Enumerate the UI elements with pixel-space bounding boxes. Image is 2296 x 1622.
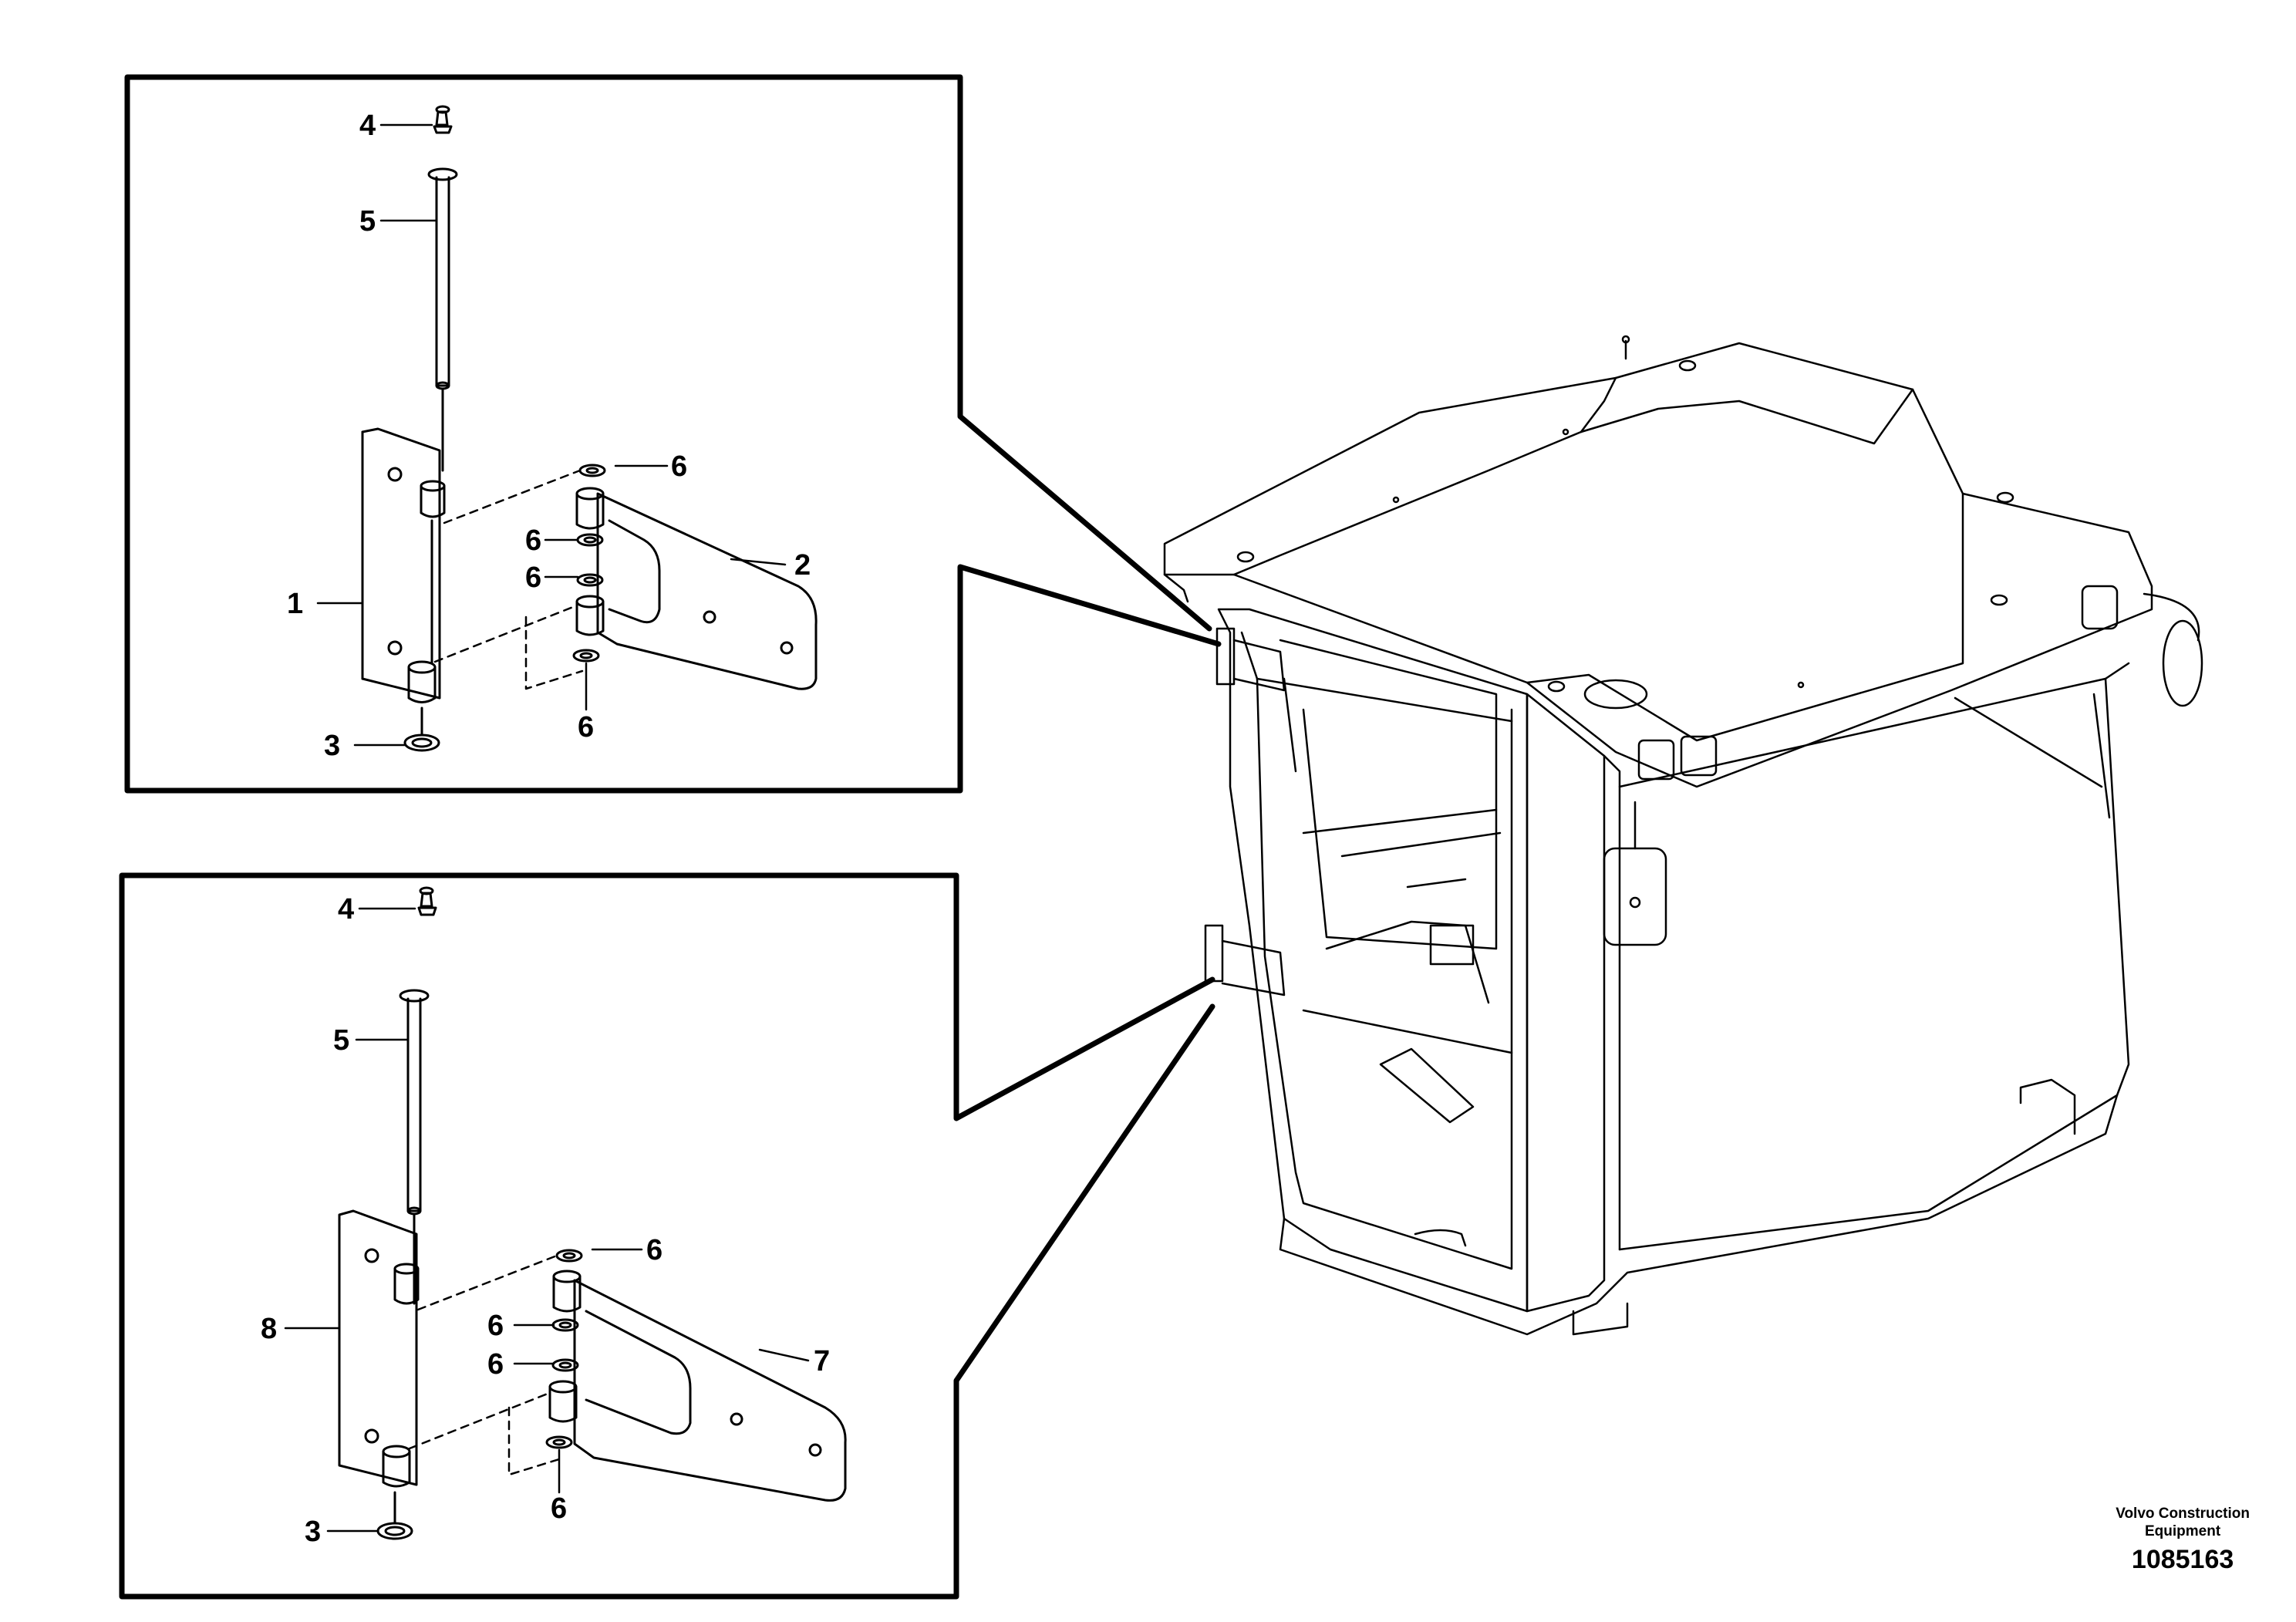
rear-mirror-arm [1954, 592, 2203, 819]
hinge-leaf-8 [338, 1209, 418, 1486]
hinge-leaf-2 [596, 492, 818, 690]
callout-1: 1 [287, 588, 303, 620]
callouts-upper: 4 5 6 6 6 2 1 6 3 [287, 110, 811, 762]
roof-bolts [1236, 359, 2014, 693]
cab-interior [1283, 677, 1502, 1247]
callout-6-lower-a: 6 [646, 1234, 663, 1266]
callout-4-lower: 4 [338, 893, 354, 926]
callout-4-upper: 4 [359, 110, 376, 142]
cab-hinge-upper [1215, 627, 1286, 692]
cab-door [1217, 608, 1529, 1313]
assembly-lines-upper [433, 469, 584, 690]
cab-hinge-lower [1204, 924, 1286, 996]
roof-vent [1583, 679, 1648, 710]
work-lamps [1637, 585, 2119, 781]
publisher-block: Volvo Construction Equipment 1085163 [2116, 1505, 2250, 1576]
circlip-lower [376, 1491, 413, 1540]
callout-6-upper-d: 6 [578, 711, 594, 744]
hinge-pin-upper [427, 167, 458, 472]
cab-side-panel [1526, 693, 1606, 1313]
assembly-lines-lower [408, 1254, 561, 1476]
callout-3-upper: 3 [324, 730, 340, 762]
callouts-lower: 4 5 6 8 6 7 6 6 3 [261, 893, 830, 1548]
callout-6-lower-c: 6 [487, 1348, 504, 1381]
illustration-number: 1085163 [2131, 1545, 2234, 1574]
detail-frame-lower [119, 872, 1215, 1600]
callout-6-upper-c: 6 [525, 561, 541, 594]
side-mirror [1603, 801, 1667, 946]
publisher-name-line2: Equipment [2145, 1523, 2221, 1539]
callout-5-upper: 5 [359, 205, 376, 238]
callout-8: 8 [261, 1313, 277, 1345]
leader-lines-upper [316, 123, 787, 747]
grease-nipple-lower [417, 886, 437, 916]
detail-panel-lower-hinge [119, 872, 1215, 1600]
leaf-1-bushings [407, 480, 446, 703]
leader-lines-lower [284, 907, 810, 1533]
grease-nipple-upper [433, 105, 453, 134]
leaf-8-bushings [382, 1263, 420, 1488]
circlip-upper [403, 706, 440, 752]
washers-lower [545, 1249, 583, 1449]
callout-5-lower: 5 [333, 1024, 349, 1057]
callout-2: 2 [794, 549, 811, 582]
publisher-name-line1: Volvo Construction [2116, 1506, 2250, 1522]
callout-6-upper-a: 6 [671, 450, 687, 483]
washers-upper [572, 464, 606, 663]
callout-3-lower: 3 [305, 1516, 321, 1548]
cab-roof [1163, 342, 2153, 788]
callout-7: 7 [814, 1345, 830, 1378]
callout-6-upper-b: 6 [525, 524, 541, 557]
hinge-leaf-1 [361, 427, 441, 700]
callout-6-lower-b: 6 [487, 1310, 504, 1342]
hinge-leaf-7 [573, 1279, 847, 1502]
cab-base [1279, 1094, 2119, 1336]
detail-panel-upper-hinge [124, 74, 1222, 794]
hinge-pin-lower [399, 989, 430, 1305]
detail-frame-upper [124, 74, 1222, 794]
callout-6-lower-d: 6 [551, 1492, 567, 1525]
operator-cab-overview [1163, 335, 2203, 1336]
